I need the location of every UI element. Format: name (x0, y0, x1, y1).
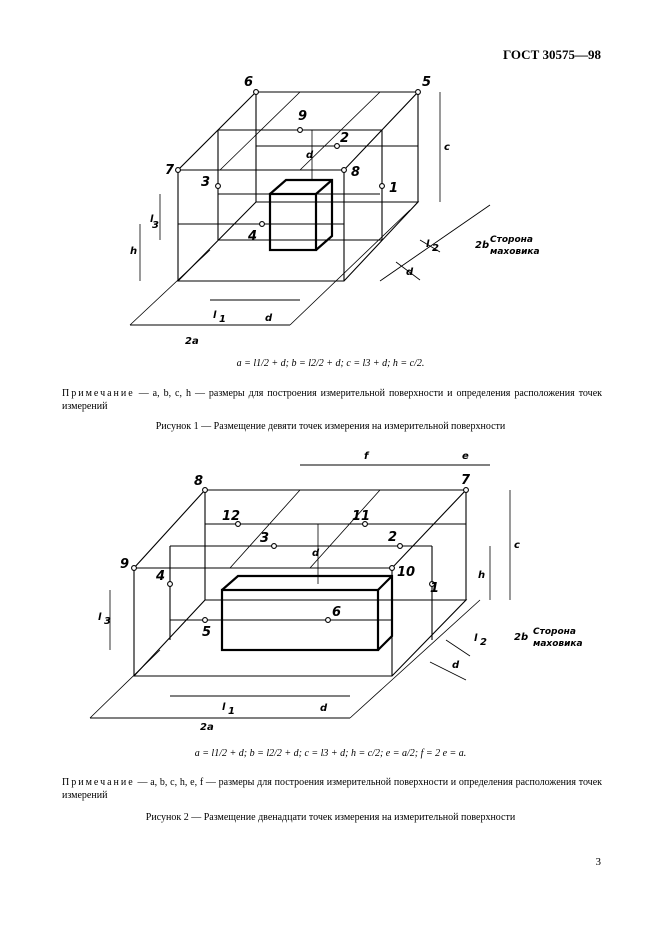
fig2-dim-l2: l (474, 633, 478, 644)
fig2-dim-l3-sub: 3 (104, 616, 111, 627)
fig1-dim-d-side: d (406, 267, 414, 278)
fig1-dim-l1: l (213, 310, 217, 321)
fig2-point-6: 6 (332, 605, 341, 620)
fig1-dim-l3-sub: 3 (152, 220, 159, 231)
fig2-formula: a = l1/2 + d; b = l2/2 + d; c = l3 + d; … (194, 748, 467, 759)
standard-header: ГОСТ 30575—98 (502, 47, 601, 62)
fig2-dim-l3: l (98, 612, 102, 623)
fig1-formula: a = l1/2 + d; b = l2/2 + d; c = l3 + d; … (236, 358, 425, 369)
fig1-dim-2b: 2b (475, 240, 489, 251)
fig2-point-4: 4 (155, 569, 165, 584)
fig2-point-3: 3 (260, 531, 269, 546)
fig2-dim-l2-sub: 2 (480, 637, 487, 648)
fig2-dim-h: h (478, 570, 485, 581)
fig1-dim-l2: l (426, 239, 430, 250)
fig1-dim-l3: l (150, 214, 154, 225)
fig1-point-4: 4 (247, 229, 257, 244)
fig2-dim-l1: l (222, 702, 226, 713)
fig2-point-2: 2 (388, 530, 397, 545)
fig2-dim-f: f (364, 451, 370, 462)
fig1-point-6: 6 (244, 75, 253, 90)
fig1-dim-l2-sub: 2 (432, 243, 439, 254)
fig1-side-label-1: Сторона (490, 235, 533, 245)
fig2-point-8: 8 (194, 474, 203, 489)
fig2-point-10: 10 (397, 565, 415, 580)
fig1-caption: Рисунок 1 — Размещение девяти точек изме… (155, 421, 506, 432)
fig1-point-8: 8 (351, 165, 360, 180)
fig2-point-5: 5 (202, 625, 211, 640)
fig2-point-12: 12 (222, 509, 240, 524)
fig1-point-7: 7 (165, 163, 175, 178)
fig2-caption: Рисунок 2 — Размещение двенадцати точек … (145, 812, 516, 823)
fig2-note-word: Примечание (62, 777, 135, 788)
fig2-side-label-1: Сторона (533, 627, 576, 637)
page-number: 3 (595, 856, 602, 868)
fig1-dim-l1-sub: 1 (219, 314, 226, 325)
fig1-point-1: 1 (389, 181, 398, 196)
fig2-side-label-2: маховика (533, 639, 583, 649)
fig2-dim-d-bottom: d (320, 703, 328, 714)
fig2-dim-d-side: d (452, 660, 460, 671)
fig2-dim-2a: 2a (200, 722, 214, 733)
fig2-point-9: 9 (120, 557, 129, 572)
fig1-point-5: 5 (422, 75, 431, 90)
fig1-point-2: 2 (340, 131, 349, 146)
fig1-dim-h: h (130, 246, 137, 257)
fig1-note-text: — a, b, c, h — размеры для построения из… (62, 388, 603, 412)
fig2-dim-l1-sub: 1 (228, 706, 235, 717)
fig1-point-9: 9 (298, 109, 307, 124)
fig1-note-word: Примечание (62, 388, 135, 399)
fig1-note: Примечание — a, b, c, h — размеры для по… (62, 387, 602, 413)
fig1-dim-c: c (444, 142, 450, 153)
fig1-point-3: 3 (201, 175, 210, 190)
fig2-note-text: — a, b, c, h, e, f — размеры для построе… (62, 777, 603, 801)
fig2-point-11: 11 (352, 509, 370, 524)
fig1-side-label-2: маховика (490, 247, 540, 257)
fig2-note: Примечание — a, b, c, h, e, f — размеры … (62, 776, 602, 802)
fig2-dim-c: c (514, 540, 520, 551)
fig2-point-1: 1 (430, 581, 439, 596)
fig2-dim-d-top: d (312, 548, 320, 559)
figure-2-diagram: 8 7 12 11 3 2 9 10 4 1 5 6 2a 2b l 1 d l… (0, 445, 661, 745)
figure-1-diagram: 6 5 9 2 7 8 3 1 4 2a 2b l 1 d l 2 d c h … (0, 60, 661, 350)
fig2-dim-e: e (462, 451, 469, 462)
fig1-dim-2a: 2a (185, 336, 199, 347)
fig2-point-7: 7 (461, 473, 471, 488)
fig1-dim-d-bottom: d (265, 313, 273, 324)
fig2-dim-2b: 2b (514, 632, 528, 643)
fig1-dim-d-top: d (306, 150, 314, 161)
